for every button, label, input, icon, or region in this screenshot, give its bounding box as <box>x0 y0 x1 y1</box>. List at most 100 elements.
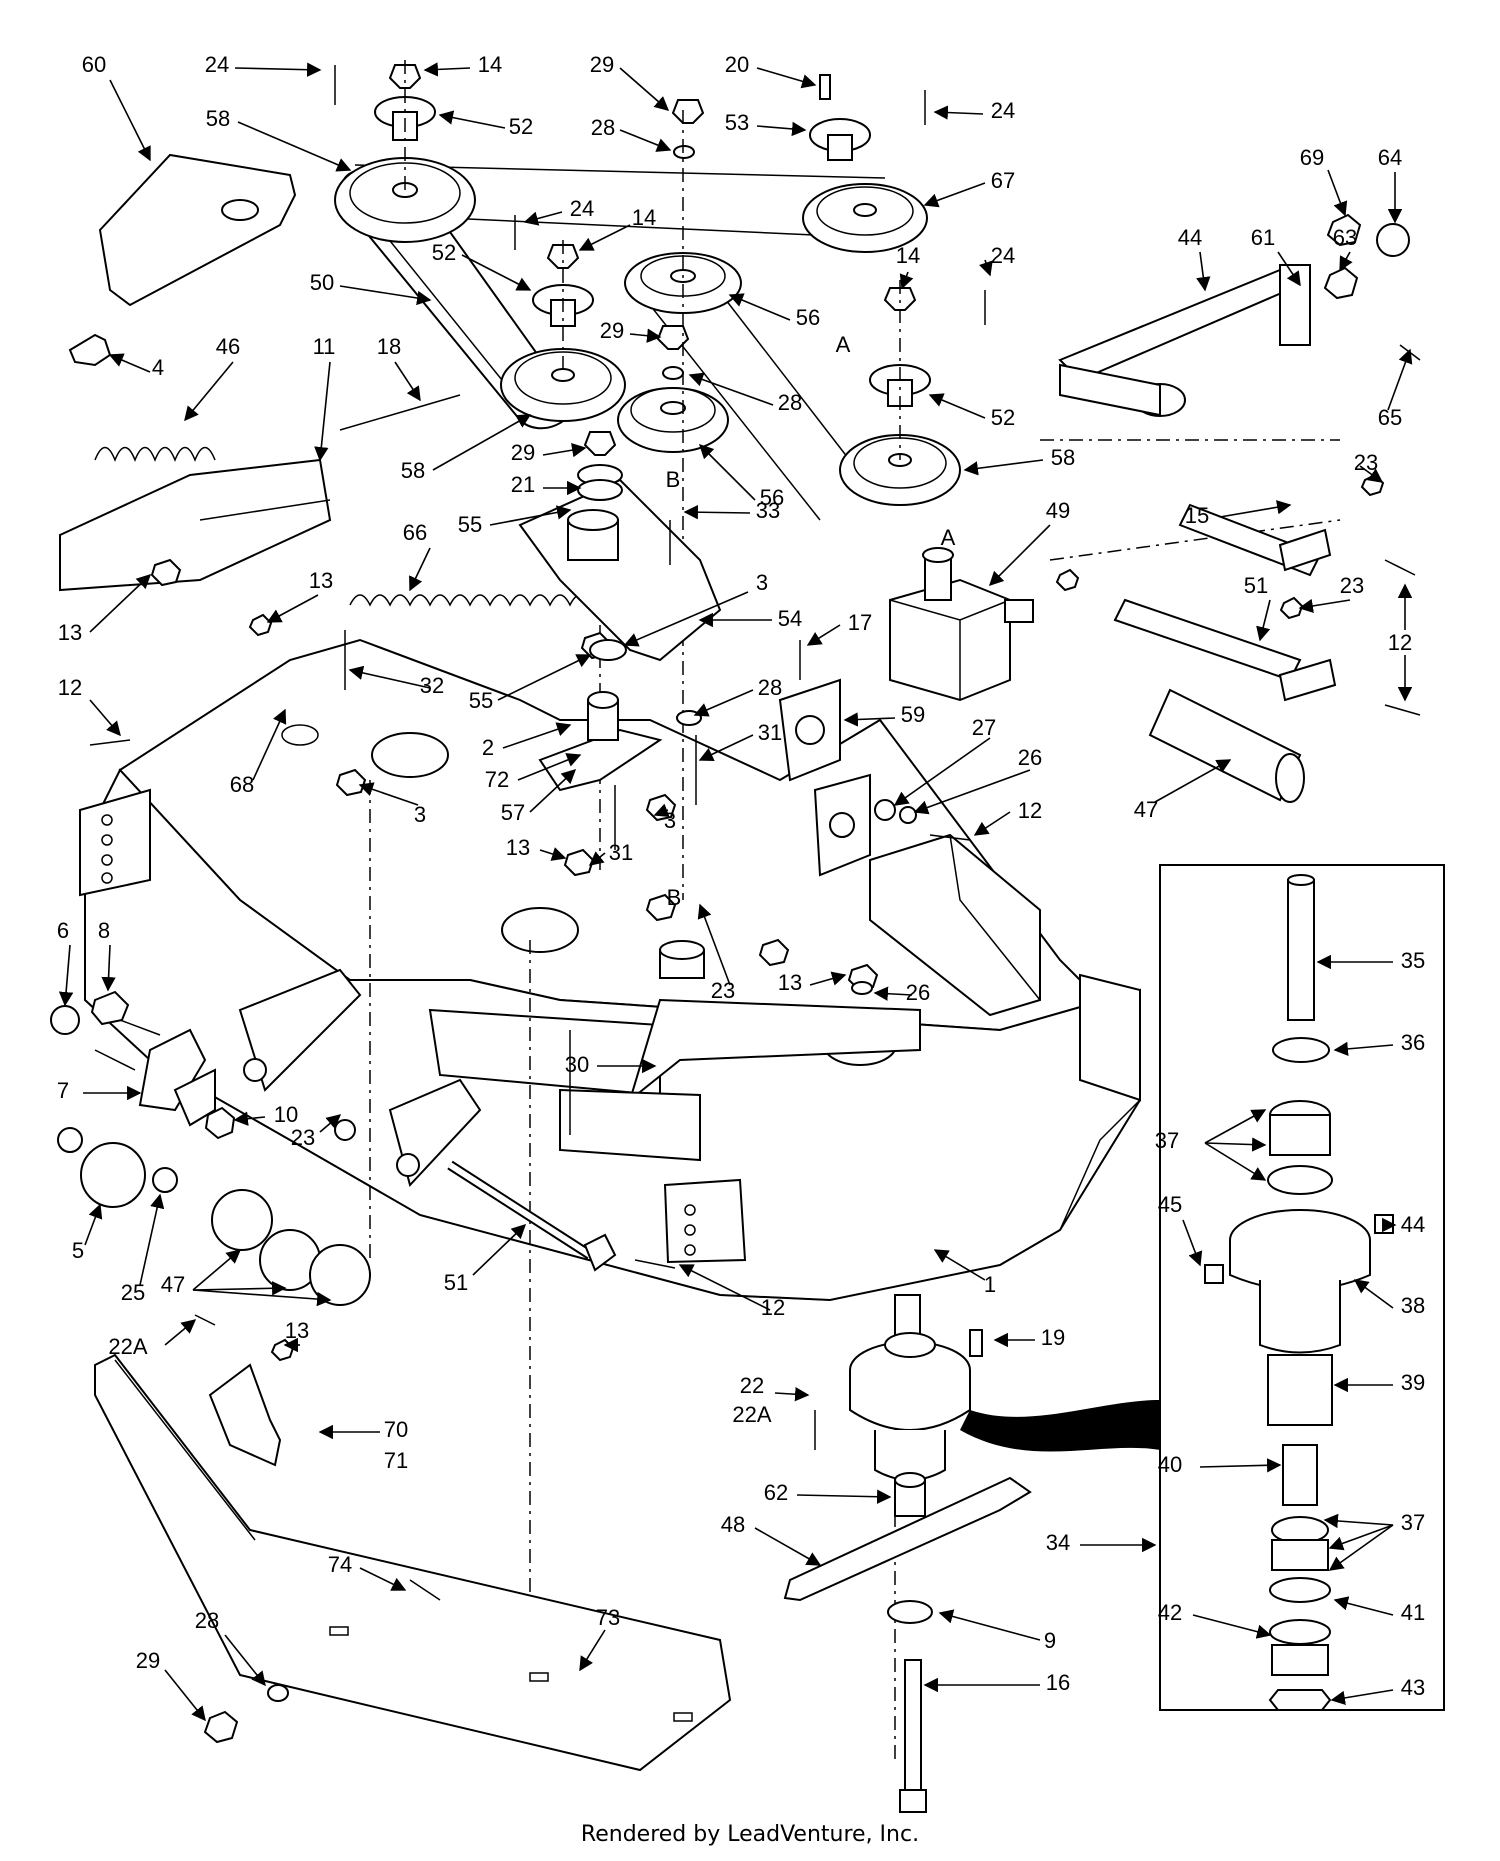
drive-belt-system <box>334 157 961 521</box>
callout-label: 74 <box>328 1552 352 1577</box>
callout-label: 34 <box>1046 1530 1070 1555</box>
callout-label: 3 <box>664 808 676 833</box>
callout-label: 58 <box>206 106 230 131</box>
callout-label: 30 <box>565 1052 589 1077</box>
callout-label: 22A <box>108 1334 147 1359</box>
callout-label: 46 <box>216 334 240 359</box>
callout-label: 3 <box>414 802 426 827</box>
callout-label: 12 <box>1018 798 1042 823</box>
front-link-plates <box>50 990 356 1141</box>
callout-label: B <box>666 467 681 492</box>
rear-roller-assembly <box>1113 503 1337 803</box>
callout-label: 39 <box>1401 1370 1425 1395</box>
hardware-bolts <box>89 65 1421 1601</box>
callout-label: 41 <box>1401 1600 1425 1625</box>
callout-label: 6 <box>57 918 69 943</box>
callout-label: 4 <box>152 355 164 380</box>
callout-label: 23 <box>711 978 735 1003</box>
front-wheels <box>57 1127 371 1306</box>
callout-label: 37 <box>1155 1128 1179 1153</box>
callout-label: 29 <box>136 1648 160 1673</box>
callout-label: 60 <box>82 52 106 77</box>
deck-hanger-brackets <box>238 968 482 1188</box>
callout-label: A <box>836 332 851 357</box>
callout-label: 44 <box>1178 225 1202 250</box>
callout-label: 28 <box>195 1608 219 1633</box>
callout-label: 31 <box>609 840 633 865</box>
callout-label: 26 <box>1018 745 1042 770</box>
callout-label: 28 <box>758 675 782 700</box>
skid-shoe <box>208 1363 282 1467</box>
callout-label: 13 <box>58 620 82 645</box>
callout-label: 64 <box>1378 145 1402 170</box>
spindle-housing <box>849 1294 983 1517</box>
spindle-detail-box <box>960 864 1445 1711</box>
lever-bracket <box>59 394 461 592</box>
springs <box>94 446 591 607</box>
callout-label: 56 <box>796 305 820 330</box>
callout-label: 42 <box>1158 1600 1182 1625</box>
callout-label: 7 <box>57 1078 69 1103</box>
callout-label: 45 <box>1158 1192 1182 1217</box>
callout-label: 52 <box>991 405 1015 430</box>
front-bumper <box>94 1353 732 1772</box>
callout-label: 13 <box>285 1318 309 1343</box>
callout-label: 3 <box>756 570 768 595</box>
callout-label: 14 <box>478 52 502 77</box>
callout-label: 12 <box>761 1295 785 1320</box>
rear-bracket <box>869 833 1041 1017</box>
callout-label: 13 <box>309 568 333 593</box>
callout-label: 51 <box>444 1270 468 1295</box>
callout-label: 32 <box>420 673 444 698</box>
callout-label: 24 <box>570 196 594 221</box>
callout-label: 29 <box>511 440 535 465</box>
roller-arm <box>1058 213 1410 417</box>
callout-label: 54 <box>778 606 802 631</box>
callout-label: 29 <box>590 52 614 77</box>
callout-label: 26 <box>906 980 930 1005</box>
callout-label: 8 <box>98 918 110 943</box>
callout-label: 22A <box>732 1402 771 1427</box>
callout-label: 18 <box>377 334 401 359</box>
callout-label: 23 <box>291 1125 315 1150</box>
front-rod <box>447 1160 617 1272</box>
callout-label: 55 <box>458 512 482 537</box>
callout-label: 51 <box>1244 573 1268 598</box>
callout-label: 48 <box>721 1512 745 1537</box>
callout-label: 50 <box>310 270 334 295</box>
callout-label: 58 <box>1051 445 1075 470</box>
callout-label: 24 <box>991 243 1015 268</box>
callout-label: 14 <box>896 243 920 268</box>
callout-label: A <box>941 525 956 550</box>
callout-label: 70 <box>384 1417 408 1442</box>
callout-label: 10 <box>274 1102 298 1127</box>
callout-label: 15 <box>1185 503 1209 528</box>
callout-label: 61 <box>1251 225 1275 250</box>
blade <box>783 1476 1032 1813</box>
callout-label: 53 <box>725 110 749 135</box>
callout-label: 2 <box>482 735 494 760</box>
pulley-hubs <box>374 64 931 456</box>
callout-label: 37 <box>1401 1510 1425 1535</box>
callout-label: 25 <box>121 1280 145 1305</box>
callout-label: 62 <box>764 1480 788 1505</box>
callout-label: 59 <box>901 702 925 727</box>
callout-label: 40 <box>1158 1452 1182 1477</box>
callout-label: 21 <box>511 472 535 497</box>
callout-label: 27 <box>972 715 996 740</box>
callout-label: 12 <box>1388 630 1412 655</box>
callout-label: 55 <box>469 688 493 713</box>
callout-label: 19 <box>1041 1325 1065 1350</box>
belt-guard <box>68 153 297 367</box>
callout-label: 31 <box>758 720 782 745</box>
callout-label: 63 <box>1333 225 1357 250</box>
callout-label: 16 <box>1046 1670 1070 1695</box>
callout-label: 9 <box>1044 1628 1056 1653</box>
callout-label: 13 <box>778 970 802 995</box>
callout-label: 12 <box>58 675 82 700</box>
callout-label: 28 <box>778 390 802 415</box>
callout-label: 14 <box>632 205 656 230</box>
gearbox-mount-plate <box>778 678 871 877</box>
callout-label: 47 <box>161 1272 185 1297</box>
